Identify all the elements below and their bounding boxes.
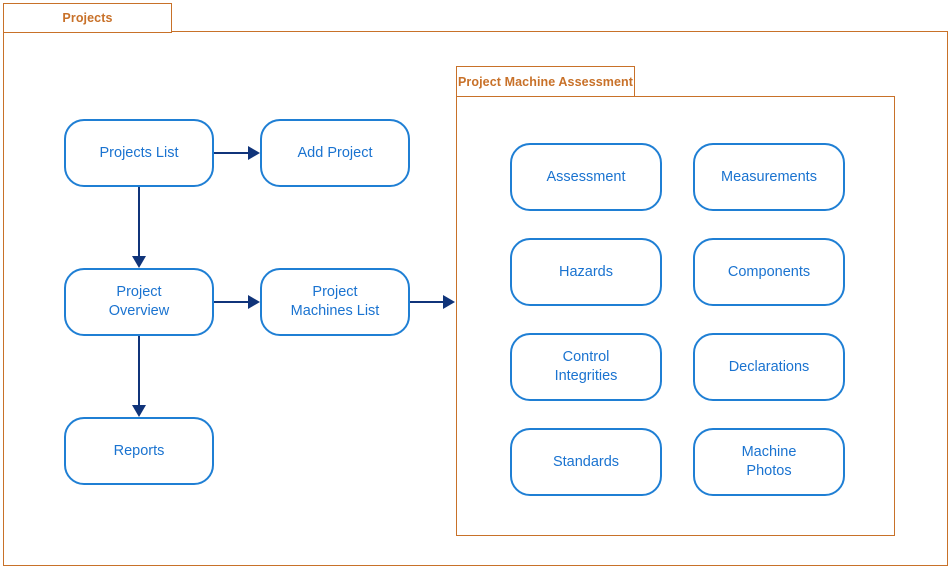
- node-components[interactable]: Components: [693, 238, 845, 306]
- node-add-project[interactable]: Add Project: [260, 119, 410, 187]
- node-machine-photos[interactable]: Machine Photos: [693, 428, 845, 496]
- edge-projects-list-to-project-overview: [137, 187, 140, 257]
- node-projects-list[interactable]: Projects List: [64, 119, 214, 187]
- arrowhead-project-overview-to-project-machines-list: [248, 294, 260, 309]
- node-standards[interactable]: Standards: [510, 428, 662, 496]
- projects-frame: [3, 31, 948, 566]
- node-hazards[interactable]: Hazards: [510, 238, 662, 306]
- project-machine-assessment-frame-tab: Project Machine Assessment: [456, 66, 635, 97]
- node-project-machines-list[interactable]: Project Machines List: [260, 268, 410, 336]
- arrowhead-projects-list-to-add-project: [248, 145, 260, 160]
- node-measurements[interactable]: Measurements: [693, 143, 845, 211]
- arrowhead-project-overview-to-reports: [131, 405, 146, 417]
- edge-project-overview-to-project-machines-list: [214, 300, 249, 303]
- node-declarations[interactable]: Declarations: [693, 333, 845, 401]
- node-control-integrities[interactable]: Control Integrities: [510, 333, 662, 401]
- arrowhead-projects-list-to-project-overview: [131, 256, 146, 268]
- node-reports[interactable]: Reports: [64, 417, 214, 485]
- projects-frame-tab: Projects: [3, 3, 172, 33]
- edge-project-overview-to-reports: [137, 336, 140, 406]
- project-machine-assessment-frame: [456, 96, 895, 536]
- edge-projects-list-to-add-project: [214, 151, 249, 154]
- node-assessment[interactable]: Assessment: [510, 143, 662, 211]
- arrowhead-project-machines-list-to-assessment-panel: [443, 294, 455, 309]
- edge-project-machines-list-to-assessment-panel: [410, 300, 445, 303]
- node-project-overview[interactable]: Project Overview: [64, 268, 214, 336]
